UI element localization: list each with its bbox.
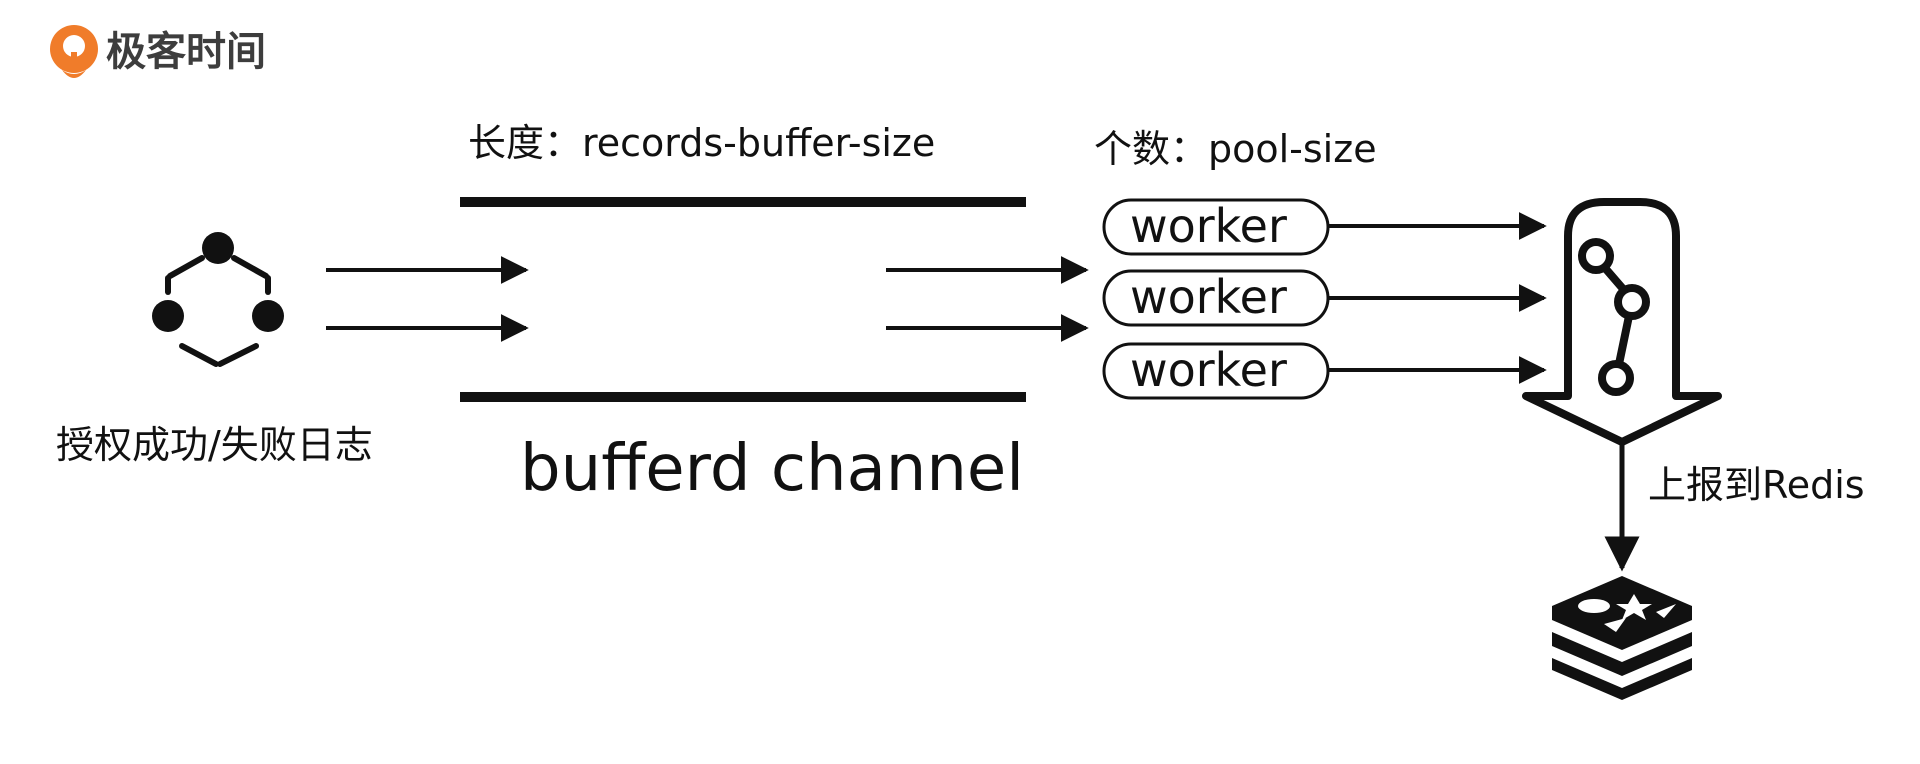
worker-arrows xyxy=(1328,212,1547,384)
worker-2: worker xyxy=(1102,269,1330,327)
pool-size-label: 个数：pool-size xyxy=(1094,127,1377,171)
worker-label: worker xyxy=(1130,270,1287,324)
output-arrows xyxy=(886,256,1089,342)
brand-logo: 极客时间 xyxy=(50,25,266,78)
brand-name: 极客时间 xyxy=(106,29,266,75)
channel-name: bufferd channel xyxy=(520,432,1024,506)
redis-logo-icon xyxy=(1552,576,1692,700)
git-merge-icon xyxy=(1522,198,1722,446)
worker-label: worker xyxy=(1130,343,1287,397)
channel-top-wall xyxy=(460,197,1026,207)
geektime-logo-icon xyxy=(50,25,98,78)
source-label: 授权成功/失败日志 xyxy=(56,423,373,467)
input-arrows xyxy=(326,256,529,342)
channel-length-label: 长度：records-buffer-size xyxy=(468,121,935,165)
channel-bottom-wall xyxy=(460,392,1026,402)
worker-3: worker xyxy=(1102,342,1330,400)
worker-1: worker xyxy=(1102,198,1330,256)
report-label: 上报到Redis xyxy=(1648,463,1865,507)
network-nodes-icon xyxy=(152,232,284,367)
worker-label: worker xyxy=(1130,199,1287,253)
